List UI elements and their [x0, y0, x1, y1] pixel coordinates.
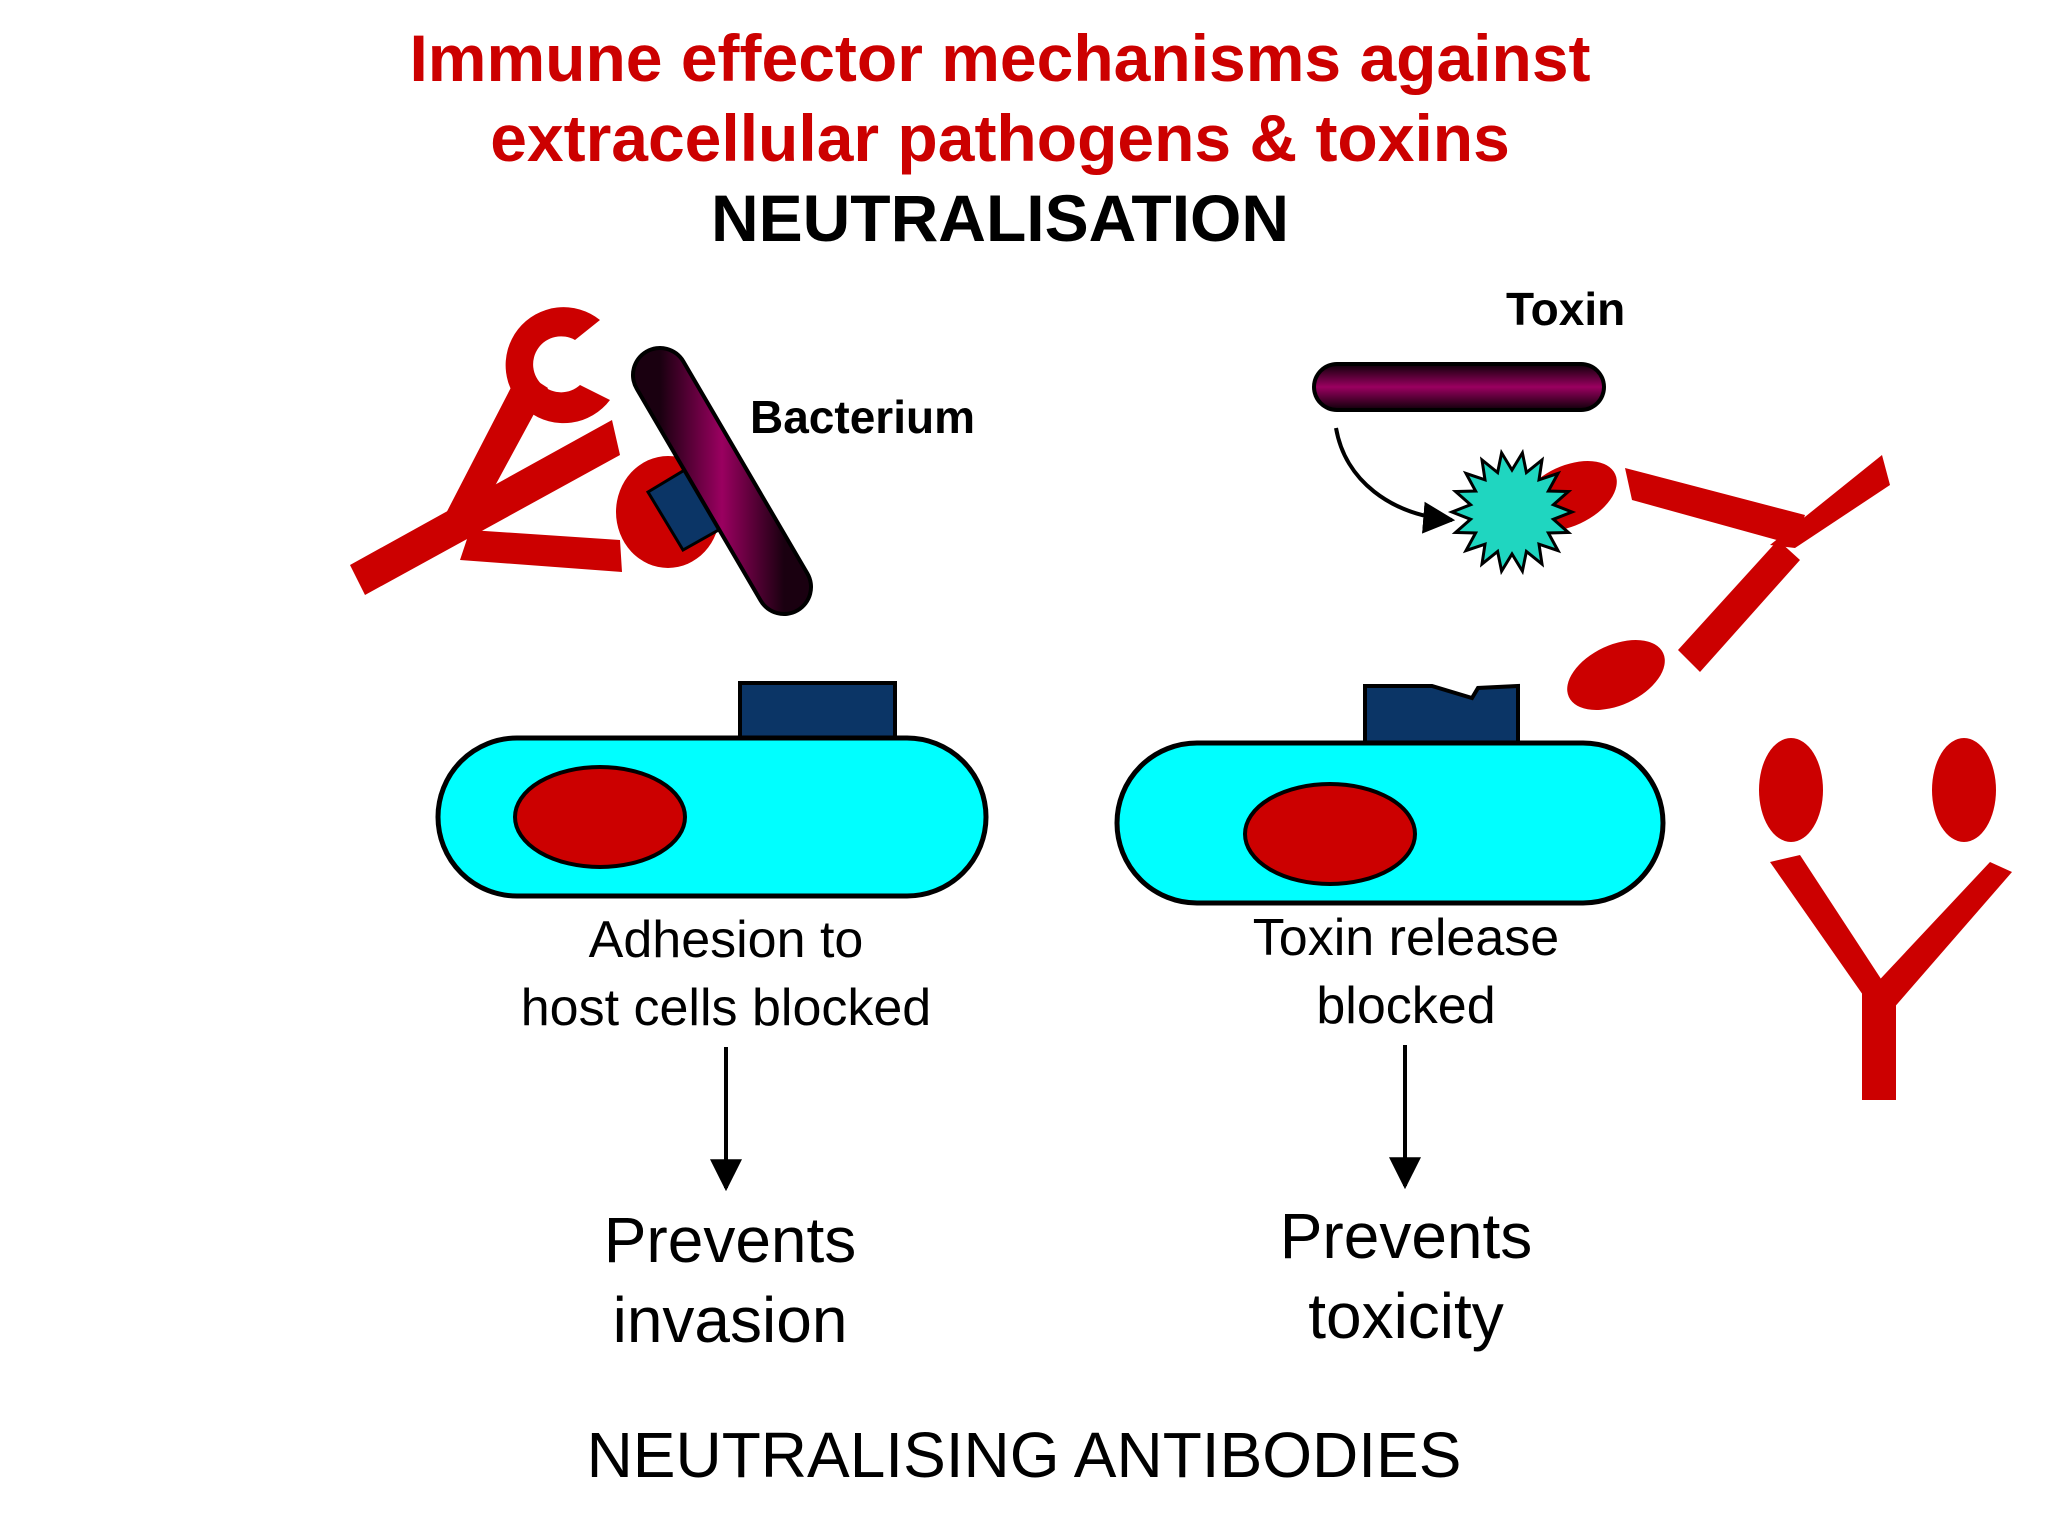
host-cell-right-icon [1114, 683, 1666, 906]
right-outcome-line-2: toxicity [1308, 1280, 1504, 1352]
left-outcome-line-1: Prevents [603, 1204, 857, 1276]
left-caption: Adhesion to host cells blocked [426, 906, 1026, 1042]
toxin-icon [1312, 362, 1606, 412]
footer-label: NEUTRALISING ANTIBODIES [586, 1419, 1462, 1491]
toxin-molecule-icon [1447, 448, 1577, 576]
antibody-right-icon [1519, 455, 1890, 710]
title-line-1: Immune effector mechanisms against [409, 21, 1591, 95]
toxin-release-arrow [1334, 427, 1456, 534]
left-caption-line-1: Adhesion to [588, 911, 864, 969]
right-outcome-line-1: Prevents [1279, 1200, 1533, 1272]
antibody-free-icon [1759, 738, 2012, 1100]
right-outcome: Prevents toxicity [1106, 1196, 1706, 1356]
left-outcome-line-2: invasion [612, 1284, 848, 1356]
right-caption: Toxin release blocked [1106, 904, 1706, 1040]
right-caption-line-2: blocked [1316, 977, 1496, 1035]
toxin-label: Toxin [1506, 283, 1626, 335]
left-caption-line-2: host cells blocked [520, 979, 932, 1037]
subtitle: NEUTRALISATION [710, 181, 1290, 255]
bacterium-icon [631, 346, 813, 616]
left-outcome: Prevents invasion [430, 1200, 1030, 1360]
bacterium-label: Bacterium [750, 391, 975, 443]
title-line-2: extracellular pathogens & toxins [490, 101, 1510, 175]
host-cell-left-icon [435, 681, 989, 899]
right-caption-line-1: Toxin release [1252, 909, 1560, 967]
